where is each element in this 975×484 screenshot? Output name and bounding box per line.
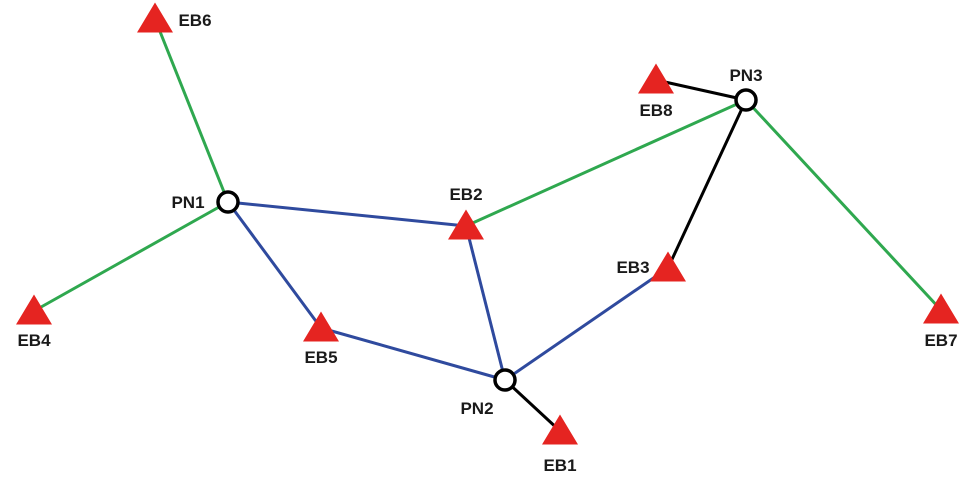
edge-eb4-pn1 [32,200,230,313]
node-label-eb3: EB3 [616,258,649,277]
node-label-eb4: EB4 [17,331,51,350]
edge-pn3-eb3 [666,98,748,270]
edge-pn2-eb3 [503,266,670,382]
edge-eb8-pn3 [654,78,748,102]
node-eb7-triangle [923,293,959,324]
node-label-pn2: PN2 [460,399,493,418]
node-label-eb1: EB1 [543,456,576,475]
node-label-eb7: EB7 [924,331,957,350]
node-eb4-triangle [16,294,52,325]
node-label-eb6: EB6 [178,11,211,30]
node-eb8-triangle [638,63,674,94]
edge-eb2-pn3 [464,98,748,228]
node-pn3-circle [734,88,758,112]
node-label-eb2: EB2 [449,185,482,204]
edge-eb2-pn2 [464,224,507,382]
edge-pn2-eb1 [503,378,562,433]
node-eb1-triangle [542,414,578,445]
node-label-eb5: EB5 [304,348,337,367]
edge-eb5-pn2 [319,326,507,382]
node-label-pn1: PN1 [171,193,204,212]
node-eb6-triangle [137,2,173,33]
edge-pn1-eb5 [226,200,323,330]
edges-layer [32,17,943,433]
node-eb2-triangle [448,209,484,240]
node-pn1-circle [216,190,240,214]
nodes-layer [16,2,959,445]
edge-pn1-eb2 [226,200,468,228]
edge-pn3-eb7 [744,98,943,312]
node-eb5-triangle [303,311,339,342]
edge-eb6-pn1 [153,17,230,204]
node-pn2-circle [493,368,517,392]
node-label-pn3: PN3 [729,66,762,85]
node-eb3-triangle [650,251,686,282]
node-label-eb8: EB8 [639,101,672,120]
